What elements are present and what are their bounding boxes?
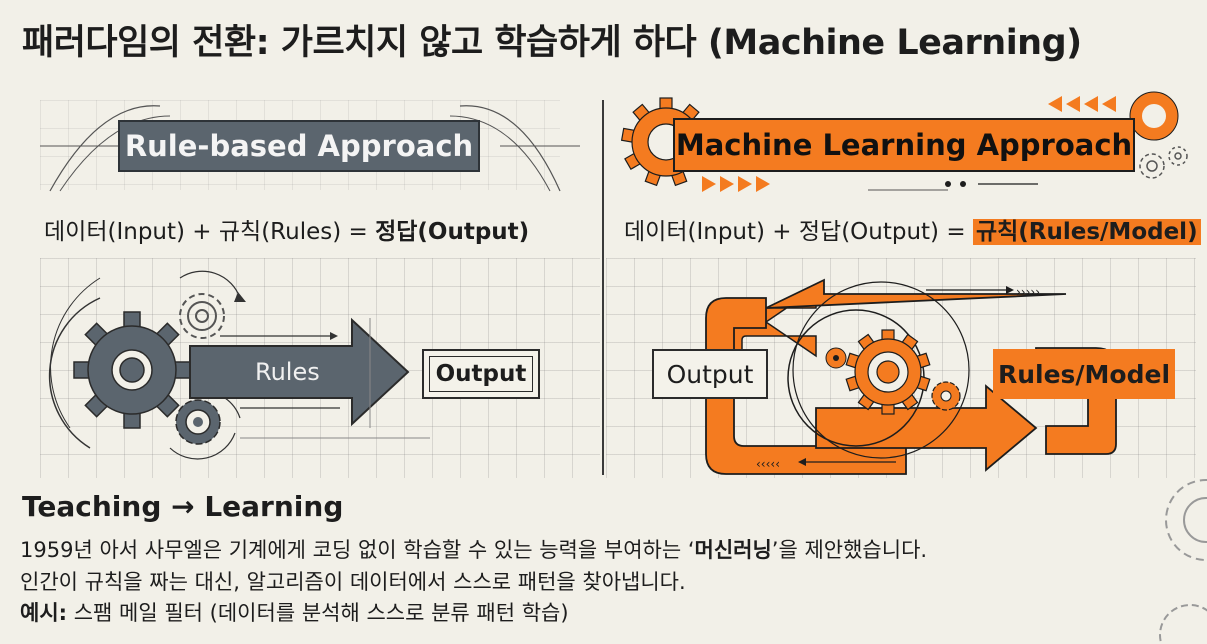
small-orange-gear-icon <box>931 381 961 411</box>
chevrons-right-icon <box>702 176 770 192</box>
chevrons-left-icon <box>1048 96 1116 112</box>
ml-model-box: Rules/Model <box>993 349 1175 399</box>
orange-ring-icon <box>1129 91 1179 141</box>
rule-output-inner: Output <box>429 356 533 392</box>
example-label: 예시: <box>20 601 68 625</box>
top-loop-arrow-icon <box>765 278 1067 309</box>
rule-equation-prefix: 데이터(Input) + 규칙(Rules) = <box>44 219 376 245</box>
rule-based-banner: Rule-based Approach <box>118 120 480 172</box>
panel-divider <box>602 100 604 475</box>
fan-icon <box>825 347 847 369</box>
rule-orbit-arc <box>48 297 101 449</box>
rule-equation-result: 정답(Output) <box>375 219 530 245</box>
orbit-circle-2 <box>792 281 970 459</box>
large-gear-icon <box>73 311 191 429</box>
rule-equation: 데이터(Input) + 규칙(Rules) = 정답(Output) <box>44 212 529 246</box>
example-text: 스팸 메일 필터 (데이터를 분석해 스스로 분류 패턴 학습) <box>67 601 569 625</box>
history-keyword: 머신러닝 <box>694 538 772 562</box>
pattern-sentence: 인간이 규칙을 짜는 대신, 알고리즘이 데이터에서 스스로 패턴을 찾아냅니다… <box>20 570 686 594</box>
rules-arrow-icon <box>189 317 410 427</box>
ml-equation-prefix: 데이터(Input) + 정답(Output) = <box>624 219 973 245</box>
ml-equation: 데이터(Input) + 정답(Output) = 규칙(Rules/Model… <box>624 212 1201 246</box>
history-suffix: ’을 제안했습니다. <box>771 538 928 562</box>
page-title: 패러다임의 전환: 가르치지 않고 학습하게 하다 (Machine Learn… <box>22 23 1082 63</box>
svg-text:‹‹‹‹‹: ‹‹‹‹‹ <box>756 457 780 471</box>
small-gear-outline-icon <box>179 293 225 339</box>
rule-output-box: Output <box>422 349 540 399</box>
central-gear-icon <box>845 329 931 415</box>
learning-heading: Teaching → Learning <box>22 490 344 523</box>
small-gear-icon <box>175 399 221 445</box>
ml-output-box: Output <box>652 349 768 399</box>
history-sentence: 1959년 아서 사무엘은 기계에게 코딩 없이 학습할 수 있는 능력을 부여… <box>20 534 927 564</box>
corner-gears-decor <box>1159 479 1207 644</box>
history-prefix: 1959년 아서 사무엘은 기계에게 코딩 없이 학습할 수 있는 능력을 부여… <box>20 538 695 562</box>
rule-header-arcs <box>40 105 580 192</box>
machine-learning-banner: Machine Learning Approach <box>673 118 1135 172</box>
bottom-loop-arrow-icon <box>815 384 1038 472</box>
rules-arrow-label: Rules <box>255 358 320 386</box>
ml-equation-result: 규칙(Rules/Model) <box>972 219 1201 245</box>
small-gears-outline-icon <box>1139 146 1188 179</box>
example-sentence: 예시: 스팸 메일 필터 (데이터를 분석해 스스로 분류 패턴 학습) <box>20 597 569 627</box>
rule-diagram <box>48 270 430 460</box>
svg-text:›››››: ››››› <box>1016 285 1040 299</box>
